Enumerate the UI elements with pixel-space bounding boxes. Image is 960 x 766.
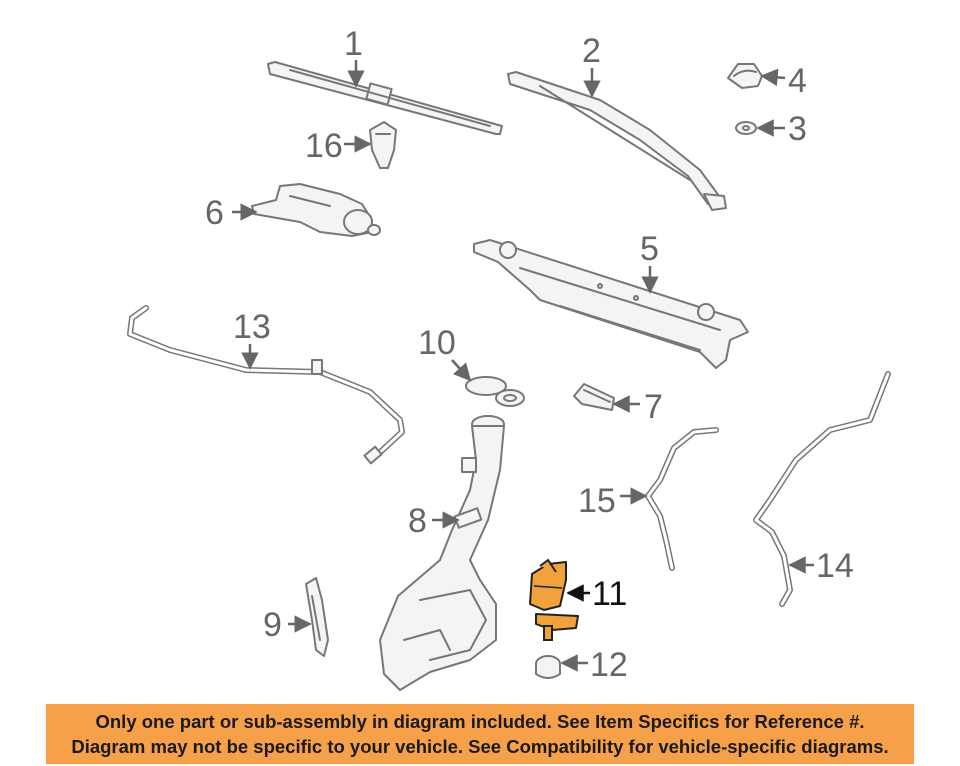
part-5-wiper-linkage: [473, 239, 749, 369]
part-8-reservoir: [379, 415, 505, 691]
part-10-seal: [465, 376, 525, 407]
callout-13: 13: [233, 308, 271, 346]
part-7-bracket: [573, 383, 615, 411]
parts-diagram: 1 2 4 3 16 6: [127, 25, 891, 691]
disclaimer-line-1: Only one part or sub-assembly in diagram…: [95, 711, 865, 732]
part-14-hose: [753, 371, 891, 607]
callout-8: 8: [408, 502, 427, 540]
callout-4-arrow: [760, 68, 786, 87]
callout-10: 10: [418, 324, 456, 362]
callout-3: 3: [788, 110, 807, 148]
callout-12: 12: [590, 646, 628, 684]
callout-1: 1: [344, 25, 363, 63]
callout-16: 16: [305, 127, 343, 165]
callout-15: 15: [578, 482, 616, 520]
callout-4: 4: [788, 62, 807, 100]
callout-10-arrow: [451, 359, 472, 382]
part-1-wiper-blade: [267, 61, 503, 135]
part-4-cap: [727, 63, 763, 89]
part-16-connector: [369, 121, 397, 169]
callout-2: 2: [582, 32, 601, 70]
part-3-washer: [735, 121, 757, 135]
callout-14: 14: [816, 547, 854, 585]
part-9-bracket: [305, 577, 329, 657]
disclaimer-banner: Only one part or sub-assembly in diagram…: [46, 704, 914, 764]
part-2-wiper-arm: [507, 71, 727, 211]
callout-9: 9: [263, 606, 282, 644]
part-11-washer-pump: [529, 558, 579, 641]
disclaimer-line-2: Diagram may not be specific to your vehi…: [71, 736, 889, 757]
callout-11: 11: [592, 575, 627, 613]
part-6-wiper-motor: [251, 183, 381, 237]
part-12-grommet: [535, 655, 561, 679]
callout-5: 5: [640, 230, 659, 268]
part-13-washer-hose: [127, 305, 405, 465]
callout-6: 6: [205, 194, 224, 232]
callout-7: 7: [644, 388, 663, 426]
part-15-hose: [645, 427, 719, 571]
